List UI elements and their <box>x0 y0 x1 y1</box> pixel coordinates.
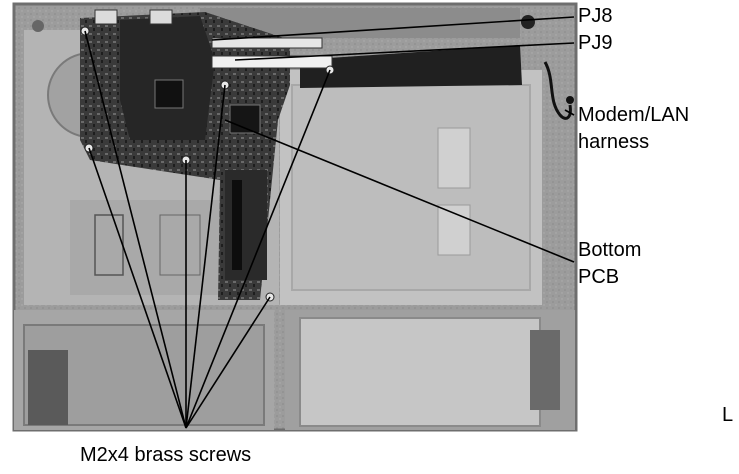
corner-boss-tr <box>521 15 535 29</box>
leader-pj8 <box>211 16 575 41</box>
lower-left-block <box>28 350 68 425</box>
leader-screw-5 <box>185 296 271 429</box>
printed-text-block <box>159 214 201 276</box>
leader-bottom-pcb <box>224 119 575 263</box>
label-screws: M2x4 brass screws <box>80 444 252 466</box>
lower-right-connector <box>530 330 560 410</box>
label-pj9: PJ9 <box>578 32 613 54</box>
leader-modem-lan <box>564 109 575 116</box>
leader-screw-1 <box>84 30 187 429</box>
leader-lines <box>84 16 575 429</box>
label-modem-lan-line2: harness <box>578 131 650 153</box>
memory-slot-contacts <box>232 180 242 270</box>
pc-card-bay <box>291 84 531 291</box>
pj8-connector <box>211 37 323 49</box>
usb-port-1 <box>94 9 118 25</box>
usb-port-2 <box>149 9 173 25</box>
lower-right-tray <box>299 317 541 427</box>
leader-screw-4 <box>185 69 331 429</box>
hinge-strip-upper <box>437 127 471 189</box>
leader-pj9 <box>234 42 575 61</box>
label-edge-letter: L <box>722 404 734 426</box>
leader-screw-6 <box>185 84 226 429</box>
label-pj8: PJ8 <box>578 5 613 27</box>
corner-boss-tl <box>32 20 44 32</box>
pcb-main-area <box>120 16 215 140</box>
label-modem-lan-line1: Modem/LAN <box>578 104 690 126</box>
memory-slot <box>225 170 267 280</box>
leader-screw-2 <box>88 147 187 429</box>
pcb-chip-1 <box>154 79 184 109</box>
modem-lan-harness-wire <box>543 61 572 120</box>
printed-label-area <box>70 200 220 295</box>
label-bottom-pcb-line1: Bottom <box>578 239 642 261</box>
chassis-photo <box>12 2 578 432</box>
harness-plug <box>566 96 574 104</box>
dark-bracket <box>300 45 522 88</box>
label-bottom-pcb-line2: PCB <box>578 266 620 288</box>
